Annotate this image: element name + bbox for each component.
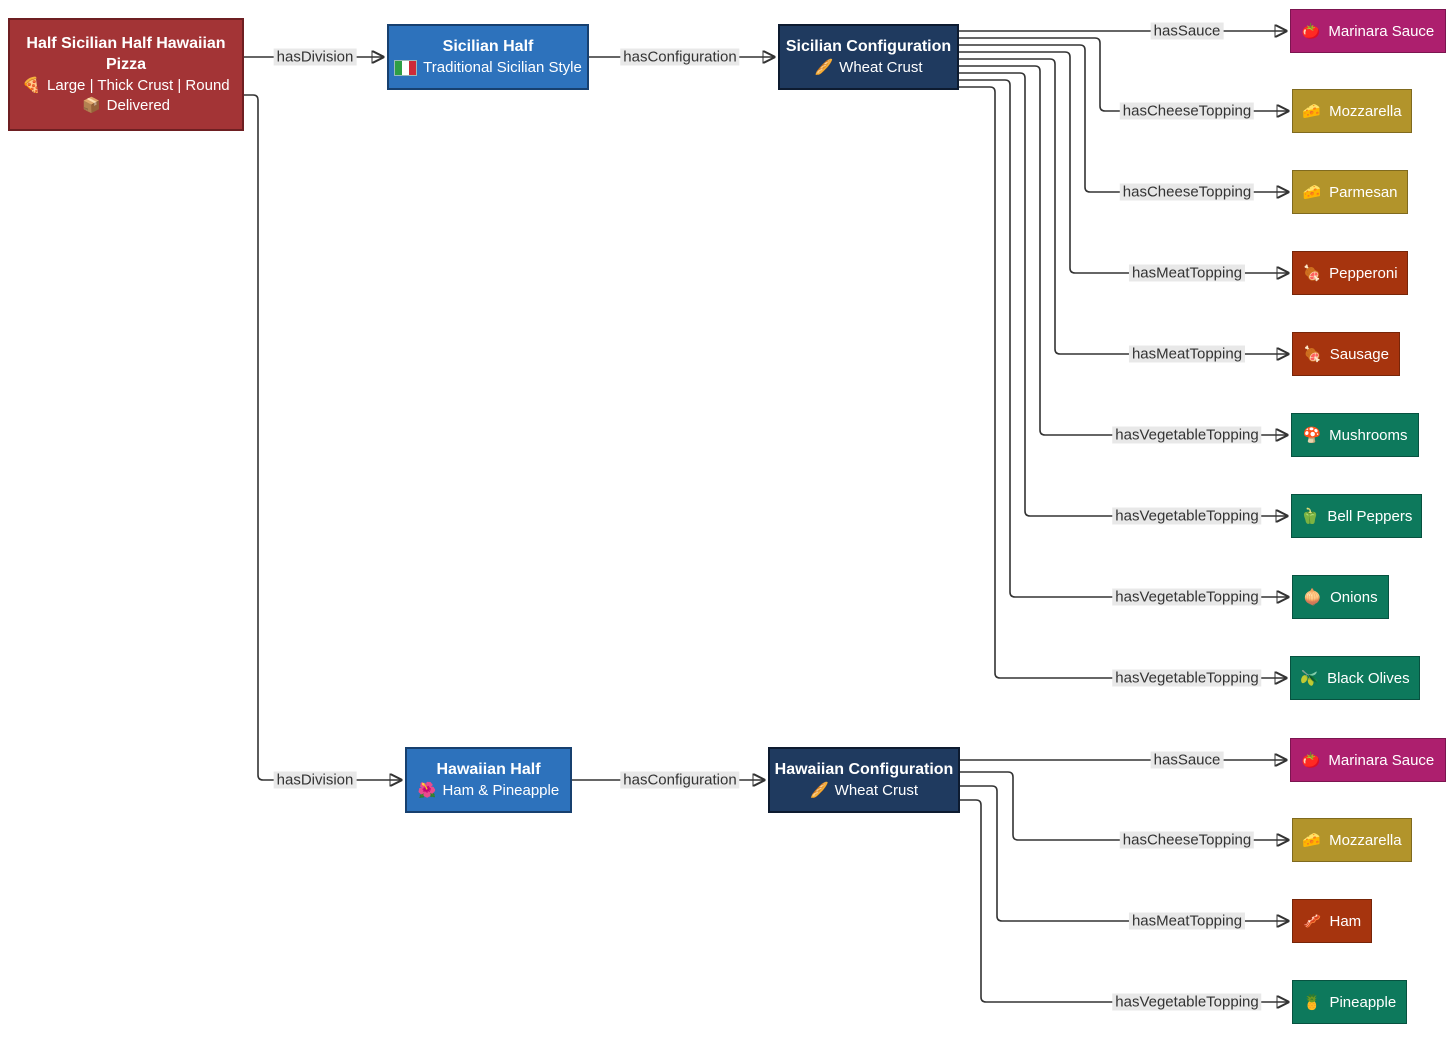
node-subtitle: Wheat Crust — [839, 58, 923, 76]
node-ham: 🥓 Ham — [1292, 899, 1372, 943]
olive-icon: 🫒 — [1300, 670, 1320, 687]
topping-label: Black Olives — [1327, 669, 1410, 687]
pineapple-icon: 🍍 — [1302, 994, 1322, 1011]
node-sicilian-half: Sicilian Half Traditional Sicilian Style — [387, 24, 589, 90]
node-marinara-sauce: 🍅 Marinara Sauce — [1290, 9, 1446, 53]
pizza-icon: 🍕 — [22, 76, 42, 94]
meat-on-bone-icon: 🍖 — [1302, 265, 1322, 282]
node-mushrooms: 🍄 Mushrooms — [1291, 413, 1419, 457]
mushroom-icon: 🍄 — [1302, 427, 1322, 444]
edge-label: hasCheeseTopping — [1119, 831, 1255, 849]
edge-label: hasVegetableTopping — [1112, 426, 1262, 444]
node-title: Sicilian Half — [442, 38, 534, 56]
node-title: Hawaiian Half — [436, 761, 541, 779]
edge-hasVegetableTopping-4 — [959, 86, 1286, 678]
node-subtitle: Traditional Sicilian Style — [423, 58, 582, 76]
topping-label: Marinara Sauce — [1328, 22, 1435, 40]
edge-hasVegetableTopping-5 — [960, 799, 1288, 1002]
node-parmesan: 🧀 Parmesan — [1292, 170, 1408, 214]
topping-label: Mozzarella — [1329, 831, 1402, 849]
node-pineapple: 🍍 Pineapple — [1292, 980, 1407, 1024]
topping-label: Pineapple — [1329, 993, 1397, 1011]
node-hawaiian-half: Hawaiian Half 🌺 Ham & Pineapple — [405, 747, 572, 813]
edge-label: hasVegetableTopping — [1112, 669, 1262, 687]
edge-label: hasDivision — [273, 771, 357, 789]
edge-label: hasMeatTopping — [1128, 264, 1246, 282]
italy-flag-icon — [394, 59, 418, 76]
topping-label: Marinara Sauce — [1328, 751, 1435, 769]
edge-hasCheeseTopping-3 — [960, 771, 1288, 840]
edge-label: hasVegetableTopping — [1112, 507, 1262, 525]
node-title: Hawaiian Configuration — [774, 761, 954, 779]
meat-on-bone-icon: 🍖 — [1303, 346, 1322, 363]
tomato-icon: 🍅 — [1301, 752, 1321, 769]
cheese-icon: 🧀 — [1302, 184, 1322, 201]
node-bell-peppers: 🫑 Bell Peppers — [1291, 494, 1422, 538]
edge-hasVegetableTopping-2 — [959, 72, 1287, 516]
node-mozzarella-2: 🧀 Mozzarella — [1292, 818, 1412, 862]
topping-label: Ham — [1329, 912, 1362, 930]
tomato-icon: 🍅 — [1301, 23, 1321, 40]
edge-hasMeatTopping-3 — [960, 785, 1288, 921]
edge-hasVegetableTopping-1 — [959, 65, 1287, 435]
node-black-olives: 🫒 Black Olives — [1290, 656, 1420, 700]
node-root-pizza: Half Sicilian Half Hawaiian Pizza 🍕 Larg… — [8, 18, 244, 131]
edge-label: hasCheeseTopping — [1119, 183, 1255, 201]
edge-label: hasConfiguration — [620, 771, 740, 789]
edge-label: hasMeatTopping — [1128, 912, 1246, 930]
bell-pepper-icon: 🫑 — [1300, 508, 1320, 525]
node-subtitle: Ham & Pineapple — [442, 781, 560, 799]
edge-hasMeatTopping-1 — [959, 51, 1288, 273]
edge-label: hasCheeseTopping — [1119, 102, 1255, 120]
cheese-icon: 🧀 — [1302, 103, 1322, 120]
pizza-detail: Large | Thick Crust | Round — [47, 76, 230, 94]
node-title: Half Sicilian Half Hawaiian Pizza — [26, 34, 226, 74]
topping-label: Sausage — [1329, 345, 1389, 363]
edge-label: hasDivision — [273, 48, 357, 66]
node-sausage: 🍖 Sausage — [1292, 332, 1400, 376]
package-icon: 📦 — [81, 97, 101, 115]
bacon-icon: 🥓 — [1302, 913, 1322, 930]
topping-label: Pepperoni — [1329, 264, 1398, 282]
node-pepperoni: 🍖 Pepperoni — [1292, 251, 1408, 295]
baguette-icon: 🥖 — [809, 781, 829, 799]
node-hawaiian-configuration: Hawaiian Configuration 🥖 Wheat Crust — [768, 747, 960, 813]
node-subtitle: Wheat Crust — [834, 781, 919, 799]
edge-label: hasVegetableTopping — [1112, 993, 1262, 1011]
edge-hasCheeseTopping-2 — [959, 44, 1288, 192]
edge-hasMeatTopping-2 — [959, 58, 1288, 354]
topping-label: Bell Peppers — [1327, 507, 1413, 525]
topping-label: Mozzarella — [1329, 102, 1402, 120]
node-title: Sicilian Configuration — [785, 38, 952, 56]
cheese-icon: 🧀 — [1302, 832, 1322, 849]
edge-label: hasSauce — [1150, 751, 1224, 769]
node-sicilian-configuration: Sicilian Configuration 🥖 Wheat Crust — [778, 24, 959, 90]
edge-label: hasVegetableTopping — [1112, 588, 1262, 606]
hibiscus-icon: 🌺 — [417, 781, 437, 799]
node-marinara-sauce-2: 🍅 Marinara Sauce — [1290, 738, 1446, 782]
edge-label: hasSauce — [1150, 22, 1224, 40]
onion-icon: 🧅 — [1303, 589, 1323, 606]
delivery-status: Delivered — [106, 97, 171, 115]
edge-label: hasMeatTopping — [1128, 345, 1246, 363]
baguette-icon: 🥖 — [814, 58, 834, 76]
topping-label: Mushrooms — [1329, 426, 1408, 444]
node-onions: 🧅 Onions — [1292, 575, 1389, 619]
edge-hasVegetableTopping-3 — [959, 79, 1288, 597]
edge-hasCheeseTopping-1 — [959, 37, 1288, 111]
topping-label: Onions — [1330, 588, 1378, 606]
node-mozzarella: 🧀 Mozzarella — [1292, 89, 1412, 133]
topping-label: Parmesan — [1329, 183, 1398, 201]
edge-label: hasConfiguration — [620, 48, 740, 66]
edge-root-hawaiian-half — [244, 94, 401, 780]
